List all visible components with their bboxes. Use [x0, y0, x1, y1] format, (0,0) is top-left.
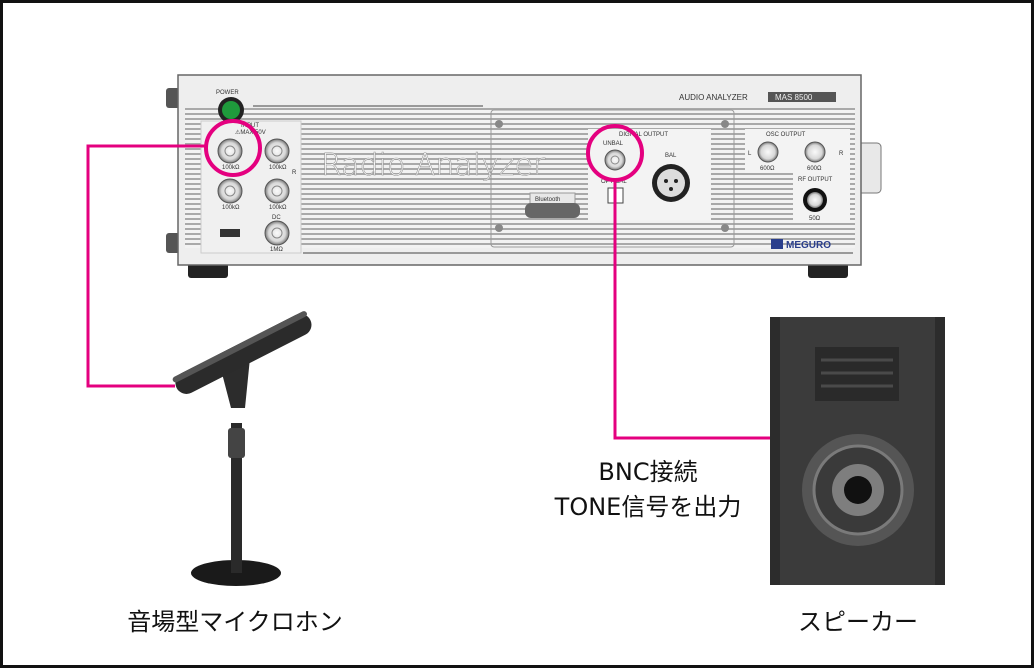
input-bnc-l1[interactable] [217, 138, 243, 164]
input-bnc-r2[interactable] [264, 178, 290, 204]
dc-label: DC [272, 215, 281, 221]
impedance-label: 100kΩ [222, 205, 240, 211]
power-button[interactable] [222, 101, 240, 119]
impedance-label: 100kΩ [222, 165, 240, 171]
impedance-label: 100kΩ [269, 205, 287, 211]
osc-output-label: OSC OUTPUT [766, 132, 806, 138]
r-label: R [292, 170, 297, 176]
diagram-canvas: POWER INPUT ⚠MAX 50V 100kΩ 100kΩ 100kΩ 1… [86, 74, 945, 636]
input-bnc-dc[interactable] [264, 220, 290, 246]
impedance-600-label: 600Ω [760, 166, 775, 172]
rf-output-label: RF OUTPUT [798, 177, 833, 183]
left-handle-bottom [166, 233, 180, 253]
mic-body [175, 313, 312, 394]
model-label: MAS 8500 [775, 93, 813, 102]
microphone-illustration [172, 311, 312, 586]
mic-input-cable [86, 144, 208, 388]
impedance-label: 100kΩ [269, 165, 287, 171]
tone-output-caption: TONE信号を出力 [554, 493, 742, 521]
brand-text: Radio Analyzer [321, 148, 546, 183]
osc-output-l-bnc[interactable] [757, 141, 779, 163]
osc-output-r-bnc[interactable] [804, 141, 826, 163]
osc-r-label: R [839, 151, 844, 157]
input-max-label: ⚠MAX 50V [235, 129, 266, 136]
product-label: AUDIO ANALYZER [679, 93, 748, 102]
digital-output-section [588, 129, 711, 221]
impedance-50-label: 50Ω [809, 216, 821, 222]
input-bnc-r1[interactable] [264, 138, 290, 164]
microphone-label: 音場型マイクロホン [127, 608, 343, 636]
meguro-logo-mark [771, 239, 783, 249]
maker-logo: MEGURO [786, 240, 831, 251]
speaker-label: スピーカー [798, 608, 918, 636]
option-panel [490, 109, 735, 248]
input-bnc-l2[interactable] [217, 178, 243, 204]
xlr-bal-output[interactable] [652, 164, 690, 202]
rf-output-bnc[interactable] [803, 188, 827, 212]
left-handle-top [166, 88, 180, 108]
osc-l-label: L [748, 151, 752, 157]
input-highlight-circle [204, 119, 262, 177]
bal-label: BAL [665, 153, 677, 159]
power-label: POWER [216, 90, 239, 96]
bnc-connection-caption: BNC接続 [598, 458, 697, 486]
bluetooth-label: Bluetooth [535, 197, 560, 203]
bluetooth-port[interactable] [525, 203, 580, 218]
impedance-600-label: 600Ω [807, 166, 822, 172]
speaker-output-cable [613, 179, 770, 440]
output-highlight-circle [586, 124, 644, 182]
speaker-illustration [770, 317, 945, 585]
unbal-bnc-output[interactable] [604, 149, 626, 171]
ground-switch[interactable] [220, 229, 240, 237]
unbal-label: UNBAL [603, 141, 624, 147]
impedance-1m-label: 1MΩ [270, 247, 283, 253]
digital-output-label: DIGITAL OUTPUT [619, 132, 668, 138]
mic-stand-pole [231, 423, 242, 573]
audio-analyzer-device: POWER INPUT ⚠MAX 50V 100kΩ 100kΩ 100kΩ 1… [166, 74, 882, 278]
